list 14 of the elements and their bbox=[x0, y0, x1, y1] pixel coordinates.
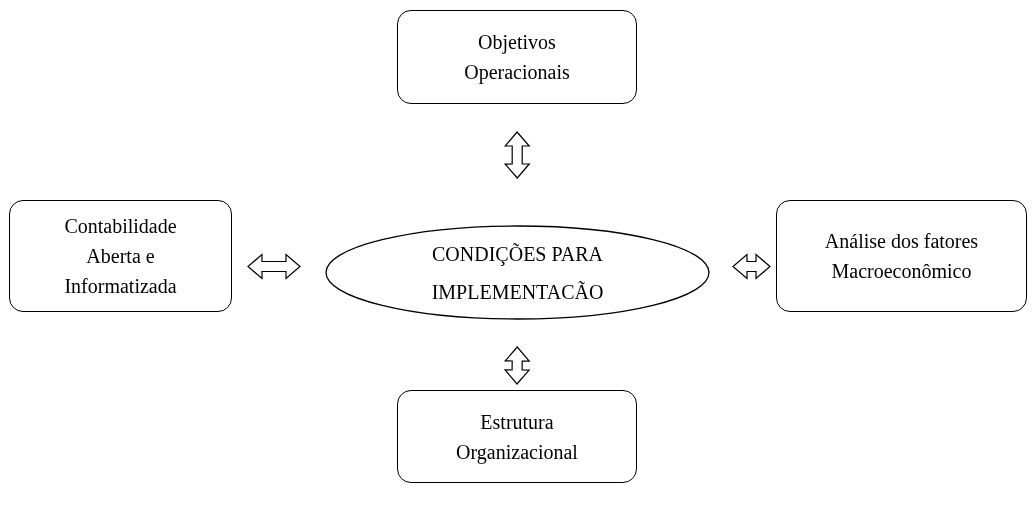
ellipse-node bbox=[325, 225, 710, 320]
double-block-arrow bbox=[503, 346, 531, 385]
node-label: CONDIÇÕES PARA IMPLEMENTACÃO bbox=[430, 241, 605, 305]
double-block-arrow bbox=[732, 253, 771, 280]
rounded-box bbox=[776, 200, 1027, 312]
node-label: Objetivos Operacionais bbox=[463, 30, 571, 86]
rounded-box bbox=[9, 200, 232, 312]
rounded-box bbox=[397, 390, 637, 483]
node-label: Análise dos fatores Macroeconômico bbox=[823, 229, 980, 284]
rounded-box bbox=[397, 10, 637, 104]
node-label: Estrutura Organizacional bbox=[455, 409, 579, 466]
double-block-arrow bbox=[247, 253, 301, 280]
node-label: Contabilidade Aberta e Informatizada bbox=[63, 214, 178, 299]
double-block-arrow bbox=[503, 131, 531, 179]
